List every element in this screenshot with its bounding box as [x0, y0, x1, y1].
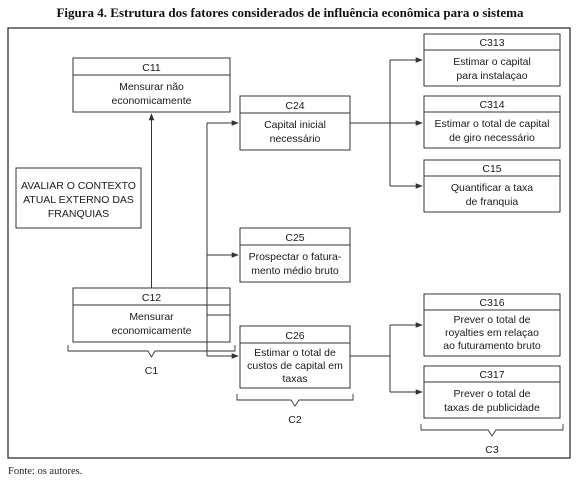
figure-source: Fonte: os autores.: [8, 466, 83, 477]
connectors: [148, 57, 423, 395]
node-c316-line-3: ao futuramento bruto: [443, 340, 541, 352]
node-c12-line-2: economicamente: [112, 325, 192, 337]
group-label-c1: C1: [145, 365, 159, 377]
node-c26-code: C26: [285, 330, 304, 342]
node-c25-line-2: mento médio bruto: [251, 265, 339, 277]
node-c313-line-2: para instalaçao: [456, 70, 527, 82]
node-c316-line-1: Prever o total de: [453, 314, 530, 326]
node-c11-line-1: Mensurar não: [119, 81, 184, 93]
node-c11: C11 Mensurar não economicamente: [72, 57, 231, 113]
node-c316-line-2: royalties em relaçao: [445, 327, 539, 339]
node-c12-line-1: Mensurar: [129, 311, 174, 323]
context-line-3: FRANQUIAS: [48, 208, 109, 220]
node-c15-line-1: Quantificar a taxa: [451, 182, 533, 194]
node-c26-line-2: custos de capital em: [247, 360, 343, 372]
bracket-c1: C1: [67, 345, 236, 377]
group-label-c2: C2: [288, 414, 302, 426]
node-c24-line-1: Capital inicial: [264, 119, 326, 131]
node-c317-line-2: taxas de publicidade: [444, 402, 540, 414]
node-c316: C316 Prever o total de royalties em rela…: [423, 293, 561, 357]
node-c313: C313 Estimar o capital para instalaçao: [423, 33, 561, 87]
node-c316-code: C316: [479, 297, 504, 309]
bracket-c2: C2: [236, 394, 354, 426]
node-c25: C25 Prospectar o fatura- mento médio bru…: [239, 227, 351, 283]
node-c25-code: C25: [285, 232, 304, 244]
node-c15: C15 Quantificar a taxa de franquia: [423, 159, 561, 213]
node-c25-line-1: Prospectar o fatura-: [249, 251, 342, 263]
node-c12: C12 Mensurar economicamente: [72, 287, 231, 343]
node-c314-line-1: Estimar o total de capital: [435, 118, 550, 130]
node-c12-code: C12: [142, 292, 161, 304]
node-c317-code: C317: [479, 369, 504, 381]
node-c24: C24 Capital inicial necessário: [239, 95, 351, 151]
node-c313-line-1: Estimar o capital: [453, 56, 531, 68]
node-c11-code: C11: [142, 62, 161, 74]
context-box: AVALIAR O CONTEXTO ATUAL EXTERNO DAS FRA…: [15, 167, 142, 229]
node-c317-line-1: Prever o total de: [453, 388, 530, 400]
group-label-c3: C3: [485, 444, 499, 456]
node-c317: C317 Prever o total de taxas de publicid…: [423, 365, 561, 419]
node-c314-code: C314: [479, 99, 504, 111]
bracket-c3: C3: [420, 424, 564, 456]
context-line-1: AVALIAR O CONTEXTO: [21, 180, 136, 192]
node-c314: C314 Estimar o total de capital de giro …: [423, 95, 561, 149]
node-c26: C26 Estimar o total de custos de capital…: [239, 325, 351, 389]
node-c15-code: C15: [482, 163, 501, 175]
node-c24-code: C24: [285, 100, 304, 112]
figure-title: Figura 4. Estrutura dos fatores consider…: [56, 5, 524, 20]
node-c15-line-2: de franquia: [466, 196, 519, 208]
node-c313-code: C313: [479, 37, 504, 49]
node-c314-line-2: de giro necessário: [449, 132, 535, 144]
node-c11-line-2: economicamente: [112, 95, 192, 107]
node-c24-line-2: necessário: [270, 133, 321, 145]
node-c26-line-1: Estimar o total de: [254, 347, 336, 359]
context-line-2: ATUAL EXTERNO DAS: [23, 194, 134, 206]
outer-frame: [7, 27, 571, 459]
node-c26-line-3: taxas: [282, 373, 307, 385]
